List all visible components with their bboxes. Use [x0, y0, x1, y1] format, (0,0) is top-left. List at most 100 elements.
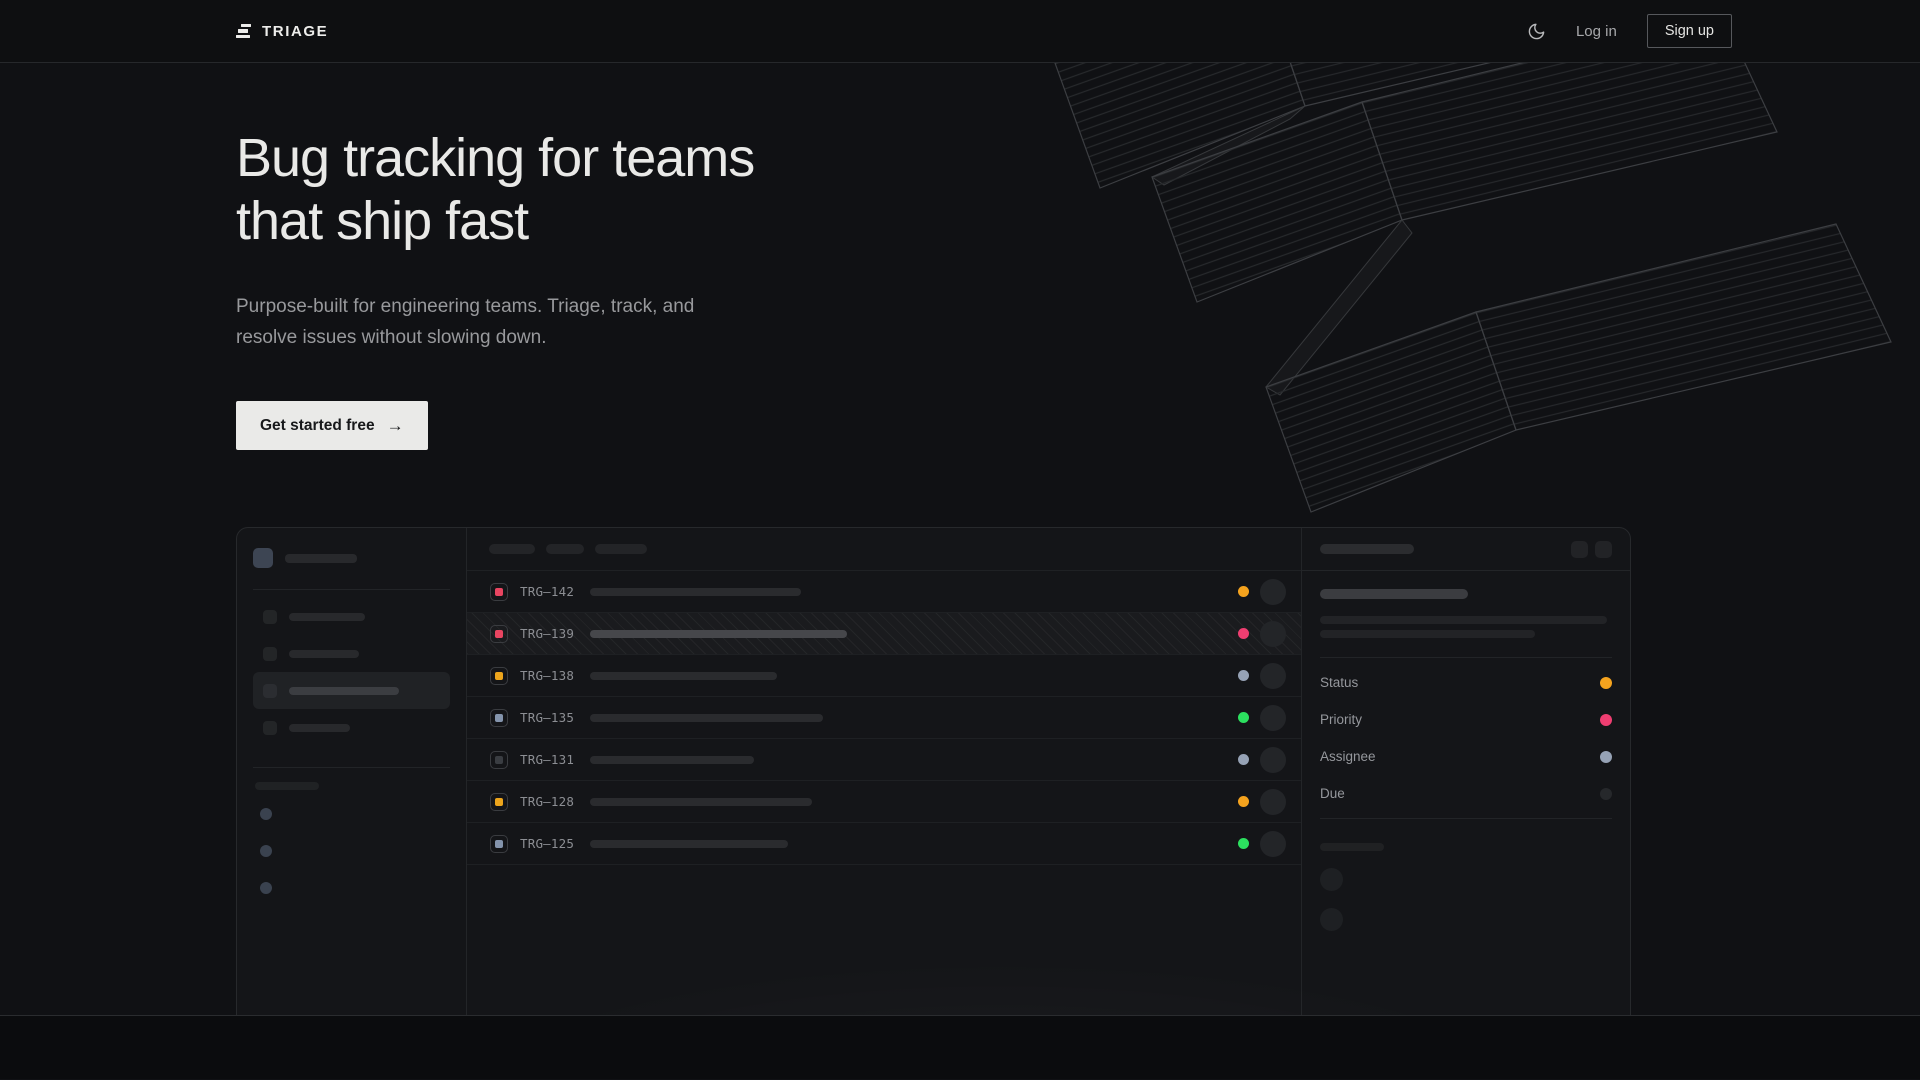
avatar: [1260, 704, 1286, 731]
status-dot: [1238, 796, 1249, 807]
issue-row: TRG–125: [467, 823, 1301, 865]
divider: [1320, 818, 1612, 819]
priority-icon: [490, 834, 508, 853]
mockup-project-dot: [260, 845, 272, 857]
divider: [253, 767, 450, 768]
divider: [253, 589, 450, 590]
mockup-toolbar: [467, 528, 1301, 571]
priority-icon: [490, 792, 508, 811]
issue-id: TRG–138: [520, 668, 575, 683]
detail-properties: Status Priority Assignee Due: [1320, 664, 1612, 812]
property-row: Due: [1320, 775, 1612, 812]
issue-row: TRG–142: [467, 571, 1301, 613]
avatar: [1260, 620, 1286, 647]
mockup-project-dot: [260, 882, 272, 894]
nav-actions: Log in Sign up: [1527, 14, 1732, 48]
mockup-nav-item-active: [253, 672, 450, 709]
mockup-nav-item: [253, 709, 450, 746]
signup-button[interactable]: Sign up: [1646, 14, 1732, 48]
mockup-sidebar: [237, 528, 467, 1015]
detail-desc-skeleton: [1320, 616, 1607, 624]
detail-header: [1302, 528, 1630, 571]
navbar: TRIAGE Log in Sign up: [0, 0, 1920, 63]
issue-row: TRG–128: [467, 781, 1301, 823]
brand: TRIAGE: [236, 23, 328, 40]
mockup-nav-item: [253, 635, 450, 672]
comment-avatar: [1320, 908, 1343, 931]
issue-title-skeleton: [590, 839, 788, 848]
issue-row: TRG–131: [467, 739, 1301, 781]
property-row: Assignee: [1320, 738, 1612, 775]
detail-action-button: [1571, 540, 1588, 558]
mockup-filter-pill: [595, 544, 647, 554]
divider: [1320, 657, 1612, 658]
moon-icon: [1528, 23, 1545, 39]
status-dot: [1238, 586, 1249, 597]
avatar: [1260, 788, 1286, 815]
status-dot: [1238, 712, 1249, 723]
login-link[interactable]: Log in: [1575, 22, 1617, 40]
arrow-right-icon: →: [386, 415, 404, 435]
hero-subtitle: Purpose-built for engineering teams. Tri…: [236, 296, 695, 348]
hero-heading: Bug tracking for teams that ship fast: [236, 128, 755, 251]
issue-id: TRG–125: [520, 836, 575, 851]
issue-id: TRG–131: [520, 752, 575, 767]
status-dot: [1238, 838, 1249, 849]
triage-logo-icon: [236, 23, 251, 39]
issue-row: TRG–139: [467, 613, 1301, 655]
issue-title-skeleton: [590, 587, 801, 596]
issue-title-skeleton: [590, 755, 754, 764]
mockup-issue-list: TRG–142 TRG–139 TRG–138 TRG–135 TRG–131 …: [467, 528, 1302, 1015]
mockup-workspace-row: [253, 548, 450, 568]
issue-title-skeleton: [590, 671, 777, 680]
property-value-dot: [1600, 787, 1612, 800]
priority-icon: [490, 750, 508, 769]
avatar: [1260, 662, 1286, 689]
status-dot: [1238, 754, 1249, 765]
app-preview-mockup: TRG–142 TRG–139 TRG–138 TRG–135 TRG–131 …: [236, 527, 1631, 1015]
issue-title-skeleton: [590, 797, 812, 806]
avatar: [1260, 578, 1286, 605]
property-label: Assignee: [1320, 749, 1376, 764]
mockup-project-dot: [260, 808, 272, 820]
mockup-detail-panel: Status Priority Assignee Due: [1302, 528, 1630, 1015]
mockup-section-label: [255, 782, 319, 790]
issue-title-skeleton: [590, 629, 847, 638]
property-label: Status: [1320, 675, 1359, 690]
property-label: Priority: [1320, 712, 1363, 727]
property-value-dot: [1600, 713, 1612, 726]
issue-rows: TRG–142 TRG–139 TRG–138 TRG–135 TRG–131 …: [467, 571, 1301, 865]
property-label: Due: [1320, 786, 1345, 801]
detail-desc-skeleton: [1320, 630, 1535, 638]
footer: [0, 1016, 1920, 1079]
status-dot: [1238, 628, 1249, 639]
mockup-filter-pill: [546, 544, 584, 554]
property-row: Status: [1320, 664, 1612, 701]
property-row: Priority: [1320, 701, 1612, 738]
issue-id: TRG–135: [520, 710, 575, 725]
issue-row: TRG–138: [467, 655, 1301, 697]
issue-id: TRG–128: [520, 794, 575, 809]
priority-icon: [490, 582, 508, 601]
issue-id: TRG–142: [520, 584, 575, 599]
status-dot: [1238, 670, 1249, 681]
detail-section-skeleton: [1320, 843, 1384, 851]
detail-title-skeleton: [1320, 589, 1468, 599]
priority-icon: [490, 708, 508, 727]
issue-title-skeleton: [590, 713, 823, 722]
priority-icon: [490, 624, 508, 643]
theme-toggle-button[interactable]: [1527, 22, 1546, 41]
cta-label: Get started free: [260, 416, 375, 434]
property-value-dot: [1600, 676, 1612, 689]
property-value-dot: [1600, 750, 1612, 763]
avatar: [1260, 746, 1286, 773]
avatar: [1260, 830, 1286, 857]
wireframe-sheet-3: [1265, 223, 1892, 513]
issue-row: TRG–135: [467, 697, 1301, 739]
get-started-button[interactable]: Get started free →: [236, 401, 428, 450]
detail-body: Status Priority Assignee Due: [1302, 571, 1630, 931]
mockup-filter-pill: [489, 544, 535, 554]
mockup-nav-item: [253, 598, 450, 635]
brand-name: TRIAGE: [262, 22, 329, 40]
workspace-avatar: [253, 548, 273, 568]
